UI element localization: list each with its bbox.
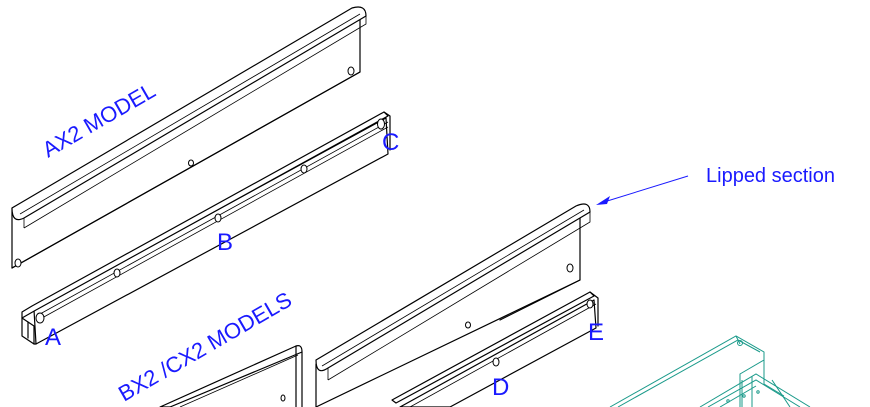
- rail-hole: [492, 357, 500, 367]
- label-a: A: [45, 324, 61, 351]
- panel-hole: [465, 321, 471, 329]
- rail-hole: [300, 164, 308, 174]
- ax2-channel-rail: [21, 111, 391, 345]
- label-d: D: [492, 374, 509, 401]
- lipped-section-arrow: [596, 175, 689, 205]
- label-lipped-section: Lipped section: [706, 165, 835, 187]
- bx2-partial-panel: [159, 345, 303, 407]
- panel-hole: [347, 66, 355, 76]
- ax2-lipped-panel: [11, 6, 367, 269]
- bx2-lipped-panel: [315, 203, 591, 407]
- panel-hole: [14, 258, 22, 268]
- rail-hole: [35, 312, 45, 324]
- rail-hole: [113, 268, 121, 278]
- rail-hole: [586, 299, 594, 309]
- panel-hole: [188, 159, 194, 167]
- rail-hole: [214, 213, 222, 223]
- bx2-channel-rail: [391, 291, 599, 407]
- label-b: B: [217, 229, 233, 256]
- enclosure-frame: [609, 335, 811, 407]
- label-c: C: [382, 129, 399, 156]
- label-e: E: [588, 319, 604, 346]
- panel-hole: [566, 263, 574, 273]
- rail-hole: [377, 118, 385, 130]
